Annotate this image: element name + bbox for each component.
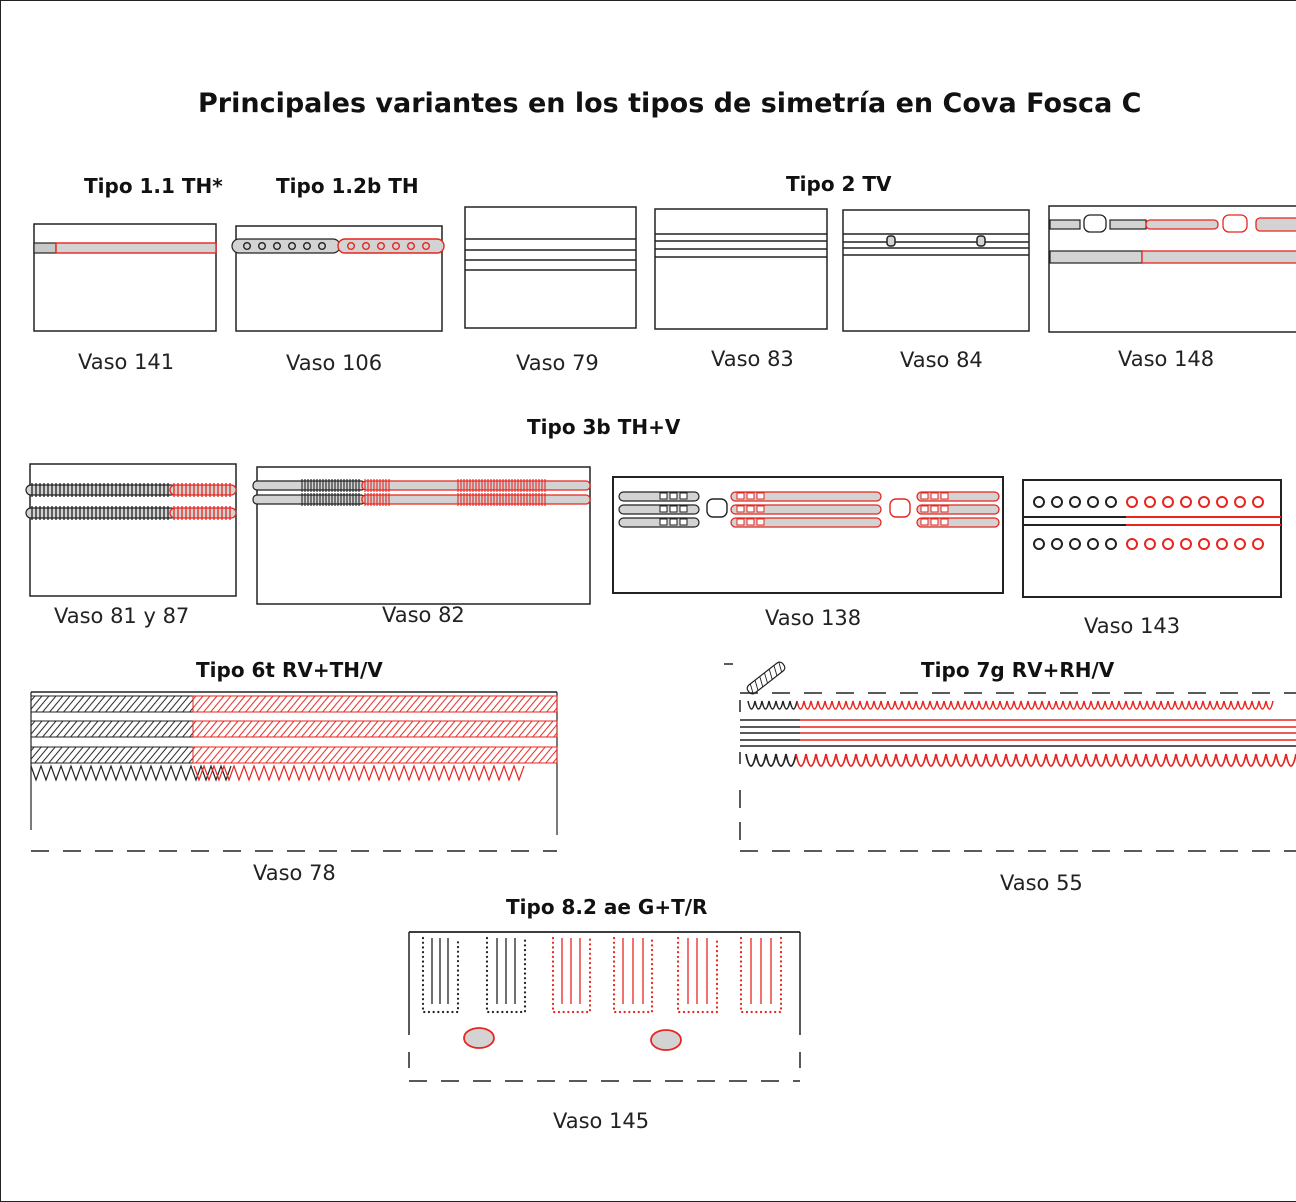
caption-vaso-141: Vaso 141 [78, 350, 174, 374]
heading-tipo-8-2: Tipo 8.2 ae G+T/R [506, 895, 707, 919]
vessel-84-diagram [842, 209, 1030, 332]
caption-vaso-78: Vaso 78 [253, 861, 336, 885]
vessel-78-diagram [30, 691, 558, 852]
vessel-83-diagram [654, 208, 828, 330]
caption-vaso-143: Vaso 143 [1084, 614, 1180, 638]
vessel-55-diagram [724, 661, 1296, 852]
caption-vaso-148: Vaso 148 [1118, 347, 1214, 371]
heading-tipo-7g: Tipo 7g RV+RH/V [921, 658, 1115, 682]
vessel-79-diagram [464, 206, 637, 329]
vessel-148-diagram [1048, 205, 1296, 333]
caption-vaso-82: Vaso 82 [382, 603, 465, 627]
vessel-141-diagram [33, 223, 217, 332]
caption-vaso-83: Vaso 83 [711, 347, 794, 371]
heading-tipo-1-2b: Tipo 1.2b TH [276, 174, 419, 198]
vessel-138-diagram [612, 476, 1004, 594]
caption-vaso-145: Vaso 145 [553, 1109, 649, 1133]
vessel-145-diagram [408, 931, 801, 1082]
caption-vaso-84: Vaso 84 [900, 348, 983, 372]
heading-tipo-3b: Tipo 3b TH+V [527, 415, 681, 439]
caption-vaso-81-87: Vaso 81 y 87 [54, 604, 189, 628]
heading-tipo-6t: Tipo 6t RV+TH/V [196, 658, 383, 682]
figure-title: Principales variantes en los tipos de si… [198, 88, 1142, 119]
caption-vaso-79: Vaso 79 [516, 351, 599, 375]
vessel-82-diagram [252, 466, 591, 605]
caption-vaso-55: Vaso 55 [1000, 871, 1083, 895]
heading-tipo-2: Tipo 2 TV [786, 172, 892, 196]
vessel-143-diagram [1022, 479, 1282, 598]
vessel-81-87-diagram [25, 463, 237, 597]
caption-vaso-138: Vaso 138 [765, 606, 861, 630]
vessel-106-diagram [231, 225, 445, 332]
caption-vaso-106: Vaso 106 [286, 351, 382, 375]
heading-tipo-1-1: Tipo 1.1 TH* [84, 174, 223, 198]
